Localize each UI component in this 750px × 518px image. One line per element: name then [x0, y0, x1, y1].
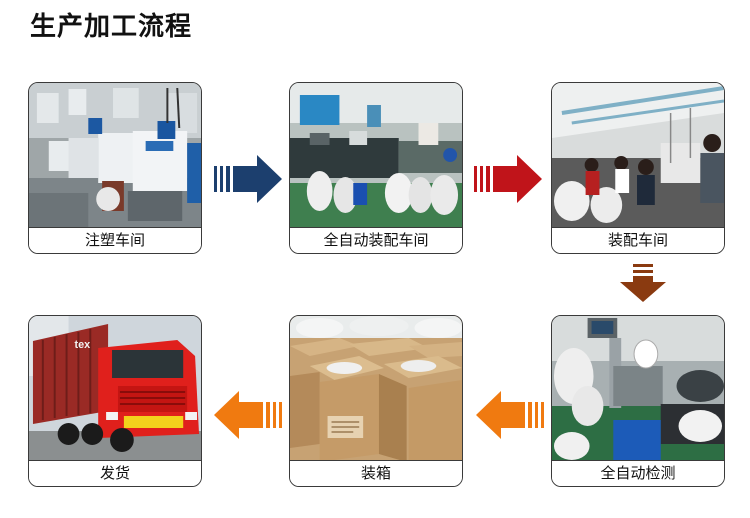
- arrow-down-icon: [620, 264, 666, 302]
- step-label: 注塑车间: [29, 227, 201, 253]
- arrow-left-icon: [476, 391, 544, 439]
- arrow-left-icon: [214, 391, 282, 439]
- step-card-auto-assembly: 全自动装配车间: [289, 82, 463, 254]
- truck-container-text: tex: [74, 339, 90, 351]
- step-card-injection-molding: 注塑车间: [28, 82, 202, 254]
- step-label: 全自动检测: [552, 460, 724, 486]
- page-title: 生产加工流程: [30, 6, 192, 43]
- shipping-truck-photo: tex: [29, 316, 201, 462]
- auto-assembly-photo: [290, 83, 462, 229]
- step-label: 装箱: [290, 460, 462, 486]
- step-label: 发货: [29, 460, 201, 486]
- step-label: 全自动装配车间: [290, 227, 462, 253]
- arrow-right-icon: [474, 155, 542, 203]
- step-label: 装配车间: [552, 227, 724, 253]
- injection-workshop-photo: [29, 83, 201, 229]
- arrow-right-icon: [214, 155, 282, 203]
- step-card-auto-inspection: 全自动检测: [551, 315, 725, 487]
- packing-boxes-photo: [290, 316, 462, 462]
- manual-assembly-photo: [552, 83, 724, 229]
- step-card-shipping: tex 发货: [28, 315, 202, 487]
- auto-inspection-photo: [552, 316, 724, 462]
- step-card-packing: 装箱: [289, 315, 463, 487]
- step-card-manual-assembly: 装配车间: [551, 82, 725, 254]
